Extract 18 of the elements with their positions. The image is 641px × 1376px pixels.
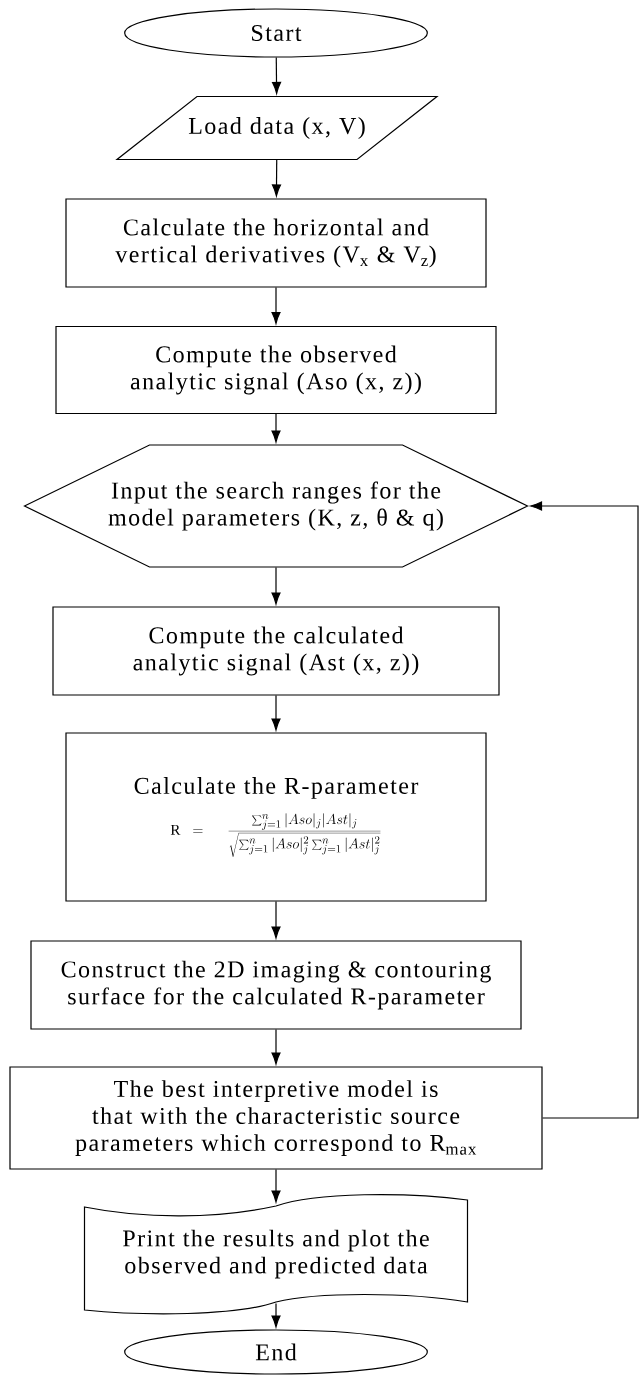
arrow: [271, 413, 281, 443]
arrow: [271, 1303, 281, 1328]
arrow: [271, 901, 281, 939]
process-box: Compute the observed analytic signal (Aso (x, z)): [55, 325, 497, 415]
arrow: [530, 501, 639, 1119]
arrow: [271, 1029, 281, 1065]
arrow: [271, 695, 281, 731]
process-box: Calculate the R-parameter $\mathrm{R} =\; \frac{\sum_{j=1}^{n}|Aso|_j|Ast|_j}{\sqrt{\sum_{j=1}^{n}|Aso|_j^2\sum_{j=1}^{n}|Ast|_j^2}}$: [65, 732, 487, 902]
process-box: Compute the calculated analytic signal (Ast (x, z)): [52, 606, 500, 696]
arrow: [271, 159, 282, 197]
preparation-hexagon: Input the search ranges for the model parameters (K, z, θ & q): [23, 444, 529, 568]
process-box: Calculate the horizontal and vertical derivatives (V$_{x}$ & V$_{z}$): [65, 198, 487, 288]
arrow: [271, 567, 281, 605]
arrow: [271, 287, 281, 324]
arrow: [271, 1169, 281, 1203]
arrow: [271, 57, 282, 94]
process-box: The best interpretive model is that with the characteristic source parameters which correspond to R$_{max}$: [9, 1066, 543, 1170]
process-box: Construct the 2D imaging & contouring surface for the calculated R-parameter: [30, 940, 522, 1030]
